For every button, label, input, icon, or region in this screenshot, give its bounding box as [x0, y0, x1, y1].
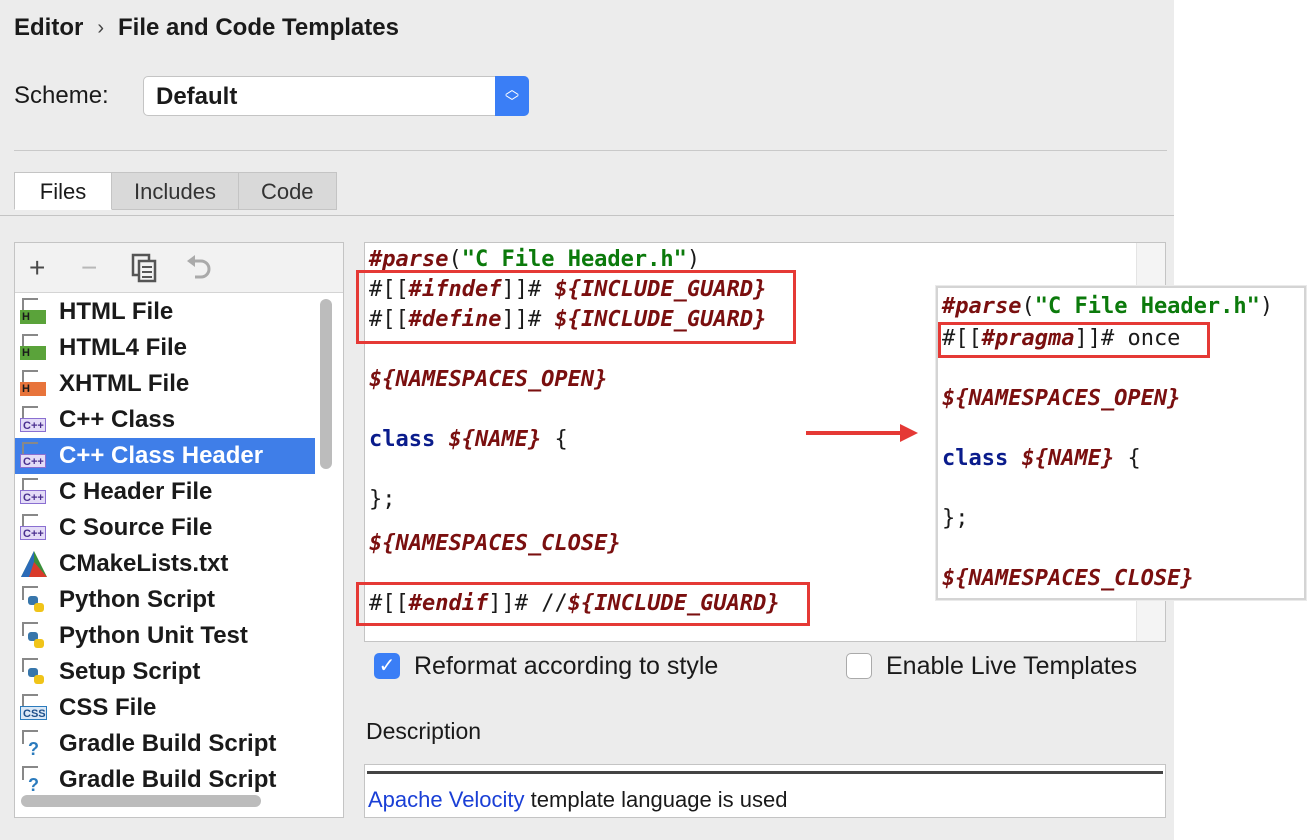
- list-vertical-scrollbar[interactable]: [320, 299, 332, 469]
- list-item[interactable]: C++ C++ Class Header: [15, 438, 315, 474]
- list-item-label: Python Script: [59, 586, 216, 613]
- file-type-icon: [20, 622, 48, 650]
- add-icon[interactable]: +: [29, 252, 46, 283]
- remove-icon[interactable]: −: [81, 252, 98, 283]
- list-item-label: Setup Script: [59, 658, 201, 685]
- tab-code[interactable]: Code: [238, 172, 337, 210]
- scheme-value: Default: [156, 83, 238, 110]
- list-item[interactable]: C++ C Source File: [15, 510, 315, 546]
- preview-line: class ${NAME} {: [942, 446, 1141, 471]
- list-item[interactable]: H HTML File: [15, 294, 315, 330]
- tab-files[interactable]: Files: [14, 172, 112, 210]
- scheme-select[interactable]: Default ︿﹀: [143, 76, 529, 116]
- live-templates-label: Enable Live Templates: [886, 652, 1138, 680]
- breadcrumb-parent[interactable]: Editor: [14, 14, 84, 41]
- breadcrumb-separator: ›: [97, 16, 104, 39]
- tab-bar: Files Includes Code: [14, 172, 337, 210]
- list-item[interactable]: CSS CSS File: [15, 690, 315, 726]
- preview-line: ${NAMESPACES_OPEN}: [942, 386, 1181, 411]
- list-item[interactable]: Setup Script: [15, 654, 315, 690]
- preview-line: #parse("C File Header.h"): [942, 294, 1274, 319]
- description-box: Apache Velocity template language is use…: [364, 764, 1166, 818]
- file-type-icon: C++: [20, 406, 48, 434]
- list-item-label: XHTML File: [59, 370, 190, 397]
- code-line: #[[#endif]]# //${INCLUDE_GUARD}: [369, 591, 780, 616]
- list-item[interactable]: Python Unit Test: [15, 618, 315, 654]
- list-item[interactable]: C++ C Header File: [15, 474, 315, 510]
- list-item-label: Gradle Build Script: [59, 730, 277, 757]
- description-label: Description: [366, 718, 482, 744]
- description-divider: [367, 771, 1163, 774]
- file-type-icon: C++: [20, 478, 48, 506]
- file-type-icon: C++: [20, 442, 48, 470]
- file-type-icon: H: [20, 334, 48, 362]
- list-item-label: C Source File: [59, 514, 213, 541]
- list-item[interactable]: C++ C++ Class: [15, 402, 315, 438]
- list-item[interactable]: H XHTML File: [15, 366, 315, 402]
- tab-underline: [0, 215, 1174, 216]
- file-type-icon: [20, 550, 48, 578]
- list-item-label: Python Unit Test: [59, 622, 248, 649]
- highlight-box-pragma: [938, 322, 1210, 358]
- file-type-icon: ?: [20, 766, 48, 794]
- code-line: ${NAMESPACES_CLOSE}: [369, 531, 621, 556]
- highlight-box-endif: [356, 582, 810, 626]
- arrow-icon: [806, 424, 918, 442]
- code-line: ${NAMESPACES_OPEN}: [369, 367, 608, 392]
- file-type-icon: [20, 586, 48, 614]
- file-type-icon: C++: [20, 514, 48, 542]
- list-item[interactable]: H HTML4 File: [15, 330, 315, 366]
- breadcrumb: Editor › File and Code Templates: [14, 14, 399, 42]
- reformat-label: Reformat according to style: [414, 652, 719, 680]
- scheme-label: Scheme:: [14, 82, 109, 109]
- list-item-label: HTML File: [59, 298, 174, 325]
- file-type-icon: CSS: [20, 694, 48, 722]
- code-line: };: [369, 487, 396, 512]
- divider: [14, 150, 1167, 151]
- list-item-label: HTML4 File: [59, 334, 188, 361]
- reformat-checkbox[interactable]: ✓: [374, 653, 400, 679]
- code-line: #[[#ifndef]]# ${INCLUDE_GUARD}: [369, 277, 767, 302]
- list-item-label: C Header File: [59, 478, 213, 505]
- file-type-icon: H: [20, 370, 48, 398]
- velocity-link[interactable]: Apache Velocity: [368, 787, 525, 812]
- list-item-label: Gradle Build Script: [59, 766, 277, 793]
- copy-icon[interactable]: [131, 253, 159, 291]
- file-type-icon: ?: [20, 730, 48, 758]
- list-item[interactable]: Python Script: [15, 582, 315, 618]
- description-text: Apache Velocity template language is use…: [368, 787, 788, 812]
- list-item-label: CMakeLists.txt: [59, 550, 229, 577]
- code-line: class ${NAME} {: [369, 427, 568, 452]
- preview-line: };: [942, 506, 969, 531]
- file-type-icon: [20, 658, 48, 686]
- list-item-label: CSS File: [59, 694, 157, 721]
- chevron-updown-icon[interactable]: ︿﹀: [495, 76, 529, 116]
- highlight-box-include-guard: [356, 270, 796, 344]
- live-templates-checkbox[interactable]: [846, 653, 872, 679]
- list-horizontal-scrollbar[interactable]: [21, 795, 261, 807]
- code-line: #parse("C File Header.h"): [369, 247, 701, 272]
- preview-line: #[[#pragma]]# once: [942, 326, 1181, 351]
- list-item-label: C++ Class Header: [59, 442, 264, 469]
- list-item[interactable]: ? Gradle Build Script: [15, 762, 315, 798]
- list-toolbar: + −: [15, 243, 343, 293]
- page-title: File and Code Templates: [118, 14, 399, 41]
- tab-includes[interactable]: Includes: [112, 172, 239, 210]
- list-item-label: C++ Class: [59, 406, 176, 433]
- preview-line: ${NAMESPACES_CLOSE}: [942, 566, 1194, 591]
- result-preview: #parse("C File Header.h") #[[#pragma]]# …: [936, 286, 1306, 600]
- list-item[interactable]: ? Gradle Build Script: [15, 726, 315, 762]
- list-item[interactable]: CMakeLists.txt: [15, 546, 315, 582]
- code-line: #[[#define]]# ${INCLUDE_GUARD}: [369, 307, 767, 332]
- file-type-icon: H: [20, 298, 48, 326]
- undo-icon[interactable]: [185, 253, 213, 291]
